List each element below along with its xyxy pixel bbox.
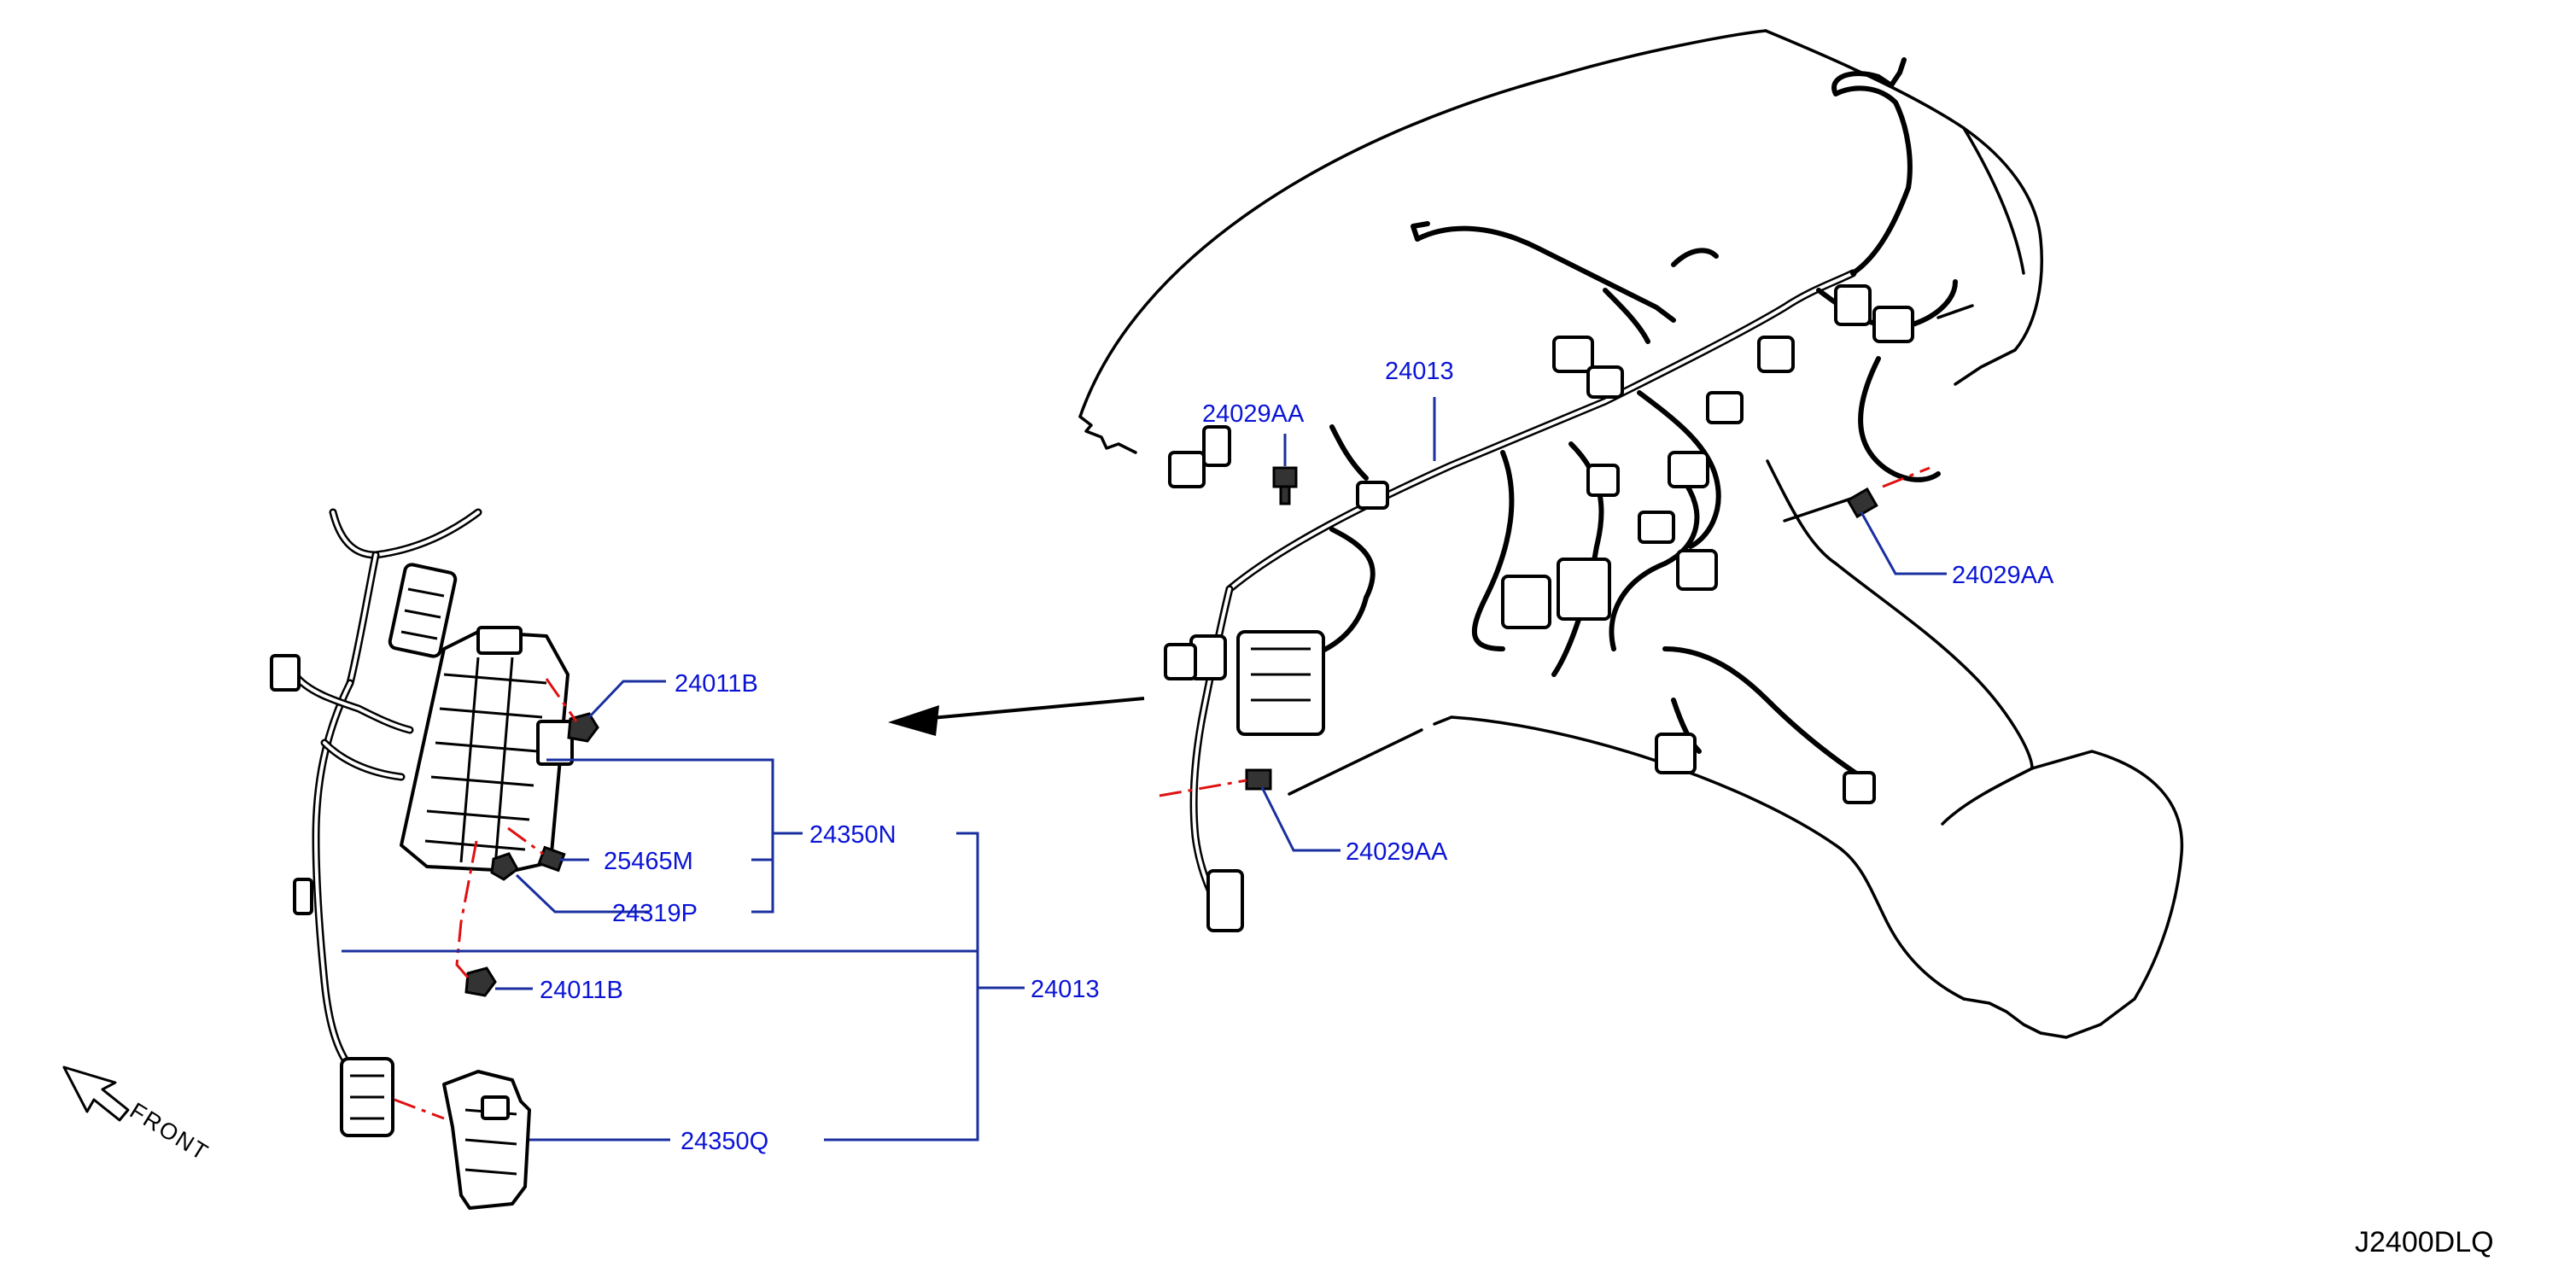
bolt-top: [1272, 466, 1298, 505]
label-25465M: 25465M: [604, 848, 693, 875]
install-line-25465M: [507, 826, 544, 855]
label-24011B-top: 24011B: [675, 670, 758, 698]
label-24350Q: 24350Q: [681, 1128, 768, 1155]
install-line-bottom: [1159, 779, 1247, 797]
clip-25465M: [537, 845, 566, 873]
leader-24029AA-right: [1860, 511, 1947, 575]
label-24013-detail: 24013: [1031, 976, 1100, 1003]
main-harness: [1164, 57, 1958, 932]
junction-block-24350Q: [442, 1070, 531, 1210]
label-24011B-bottom: 24011B: [540, 977, 623, 1004]
nut-24011B-bottom: [464, 966, 497, 997]
clip-24319P: [490, 852, 519, 881]
label-24029AA-right: 24029AA: [1952, 562, 2054, 589]
leader-24029AA-bottom: [1260, 786, 1341, 852]
leader-24011B-top: [587, 680, 666, 719]
instrument-panel-outline: [1078, 29, 2184, 1039]
install-line-24350Q: [394, 1098, 445, 1120]
bolt-bottom: [1245, 768, 1272, 791]
label-24029AA-bottom: 24029AA: [1346, 838, 1448, 866]
bolt-right: [1846, 487, 1878, 519]
front-direction-indicator: FRONT: [62, 1066, 213, 1166]
leader-24319P: [515, 873, 649, 914]
label-24029AA-top: 24029AA: [1202, 400, 1305, 428]
front-label: FRONT: [126, 1098, 213, 1166]
install-line-24011B-top: [545, 678, 578, 722]
label-24013-main: 24013: [1385, 358, 1454, 385]
label-24319P: 24319P: [612, 900, 698, 927]
front-arrow-icon: [62, 1066, 130, 1122]
diagram-code: J2400DLQ: [2355, 1226, 2494, 1258]
install-line-24011B-bottom: [455, 840, 478, 978]
detail-harness: [270, 508, 482, 1137]
install-line-right: [1882, 466, 1931, 488]
bracket-24350N: [546, 758, 803, 914]
label-24350N: 24350N: [809, 821, 897, 849]
detail-pointer-arrow: [888, 697, 1145, 736]
bracket-24013: [342, 832, 1025, 1141]
junction-block-24350N: [400, 626, 574, 873]
